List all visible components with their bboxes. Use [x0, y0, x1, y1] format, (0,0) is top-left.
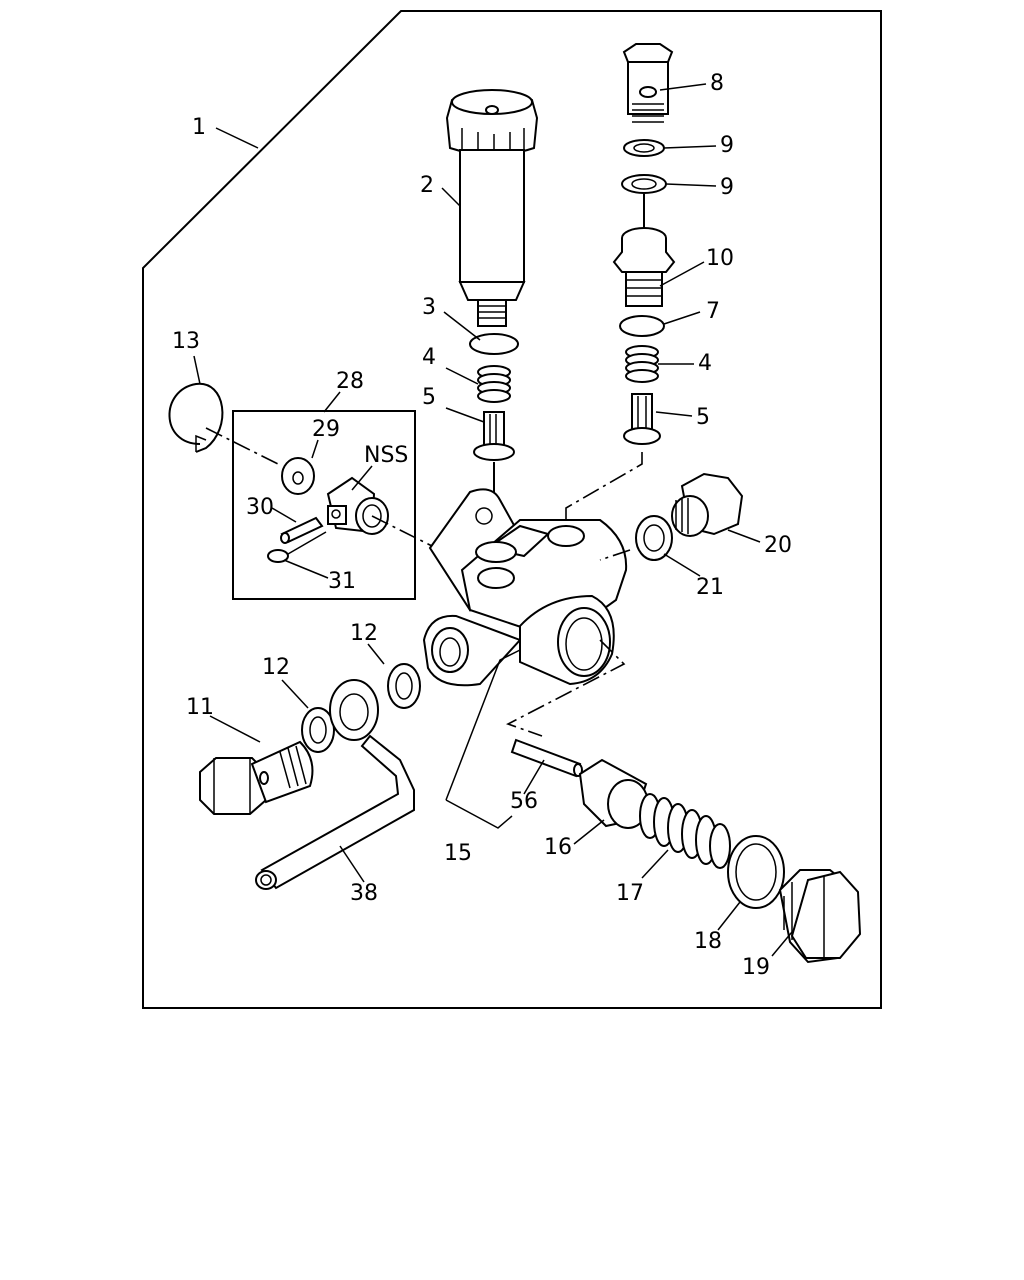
sleeve-part-16 [578, 758, 649, 829]
banjo-fitting-and-pipe-part-38 [255, 679, 415, 890]
o-ring-part-3 [469, 333, 519, 355]
o-ring-part-7 [619, 315, 665, 337]
callout-29: 29 [312, 417, 340, 442]
callout-13: 13 [172, 329, 200, 354]
callout-20: 20 [764, 533, 792, 558]
washer-part-9-lower [621, 174, 667, 194]
callout-30: 30 [246, 495, 274, 520]
callout-28: 28 [336, 369, 364, 394]
callout-17: 17 [616, 881, 644, 906]
callout-4-right: 4 [698, 351, 712, 376]
callout-16: 16 [544, 835, 572, 860]
callout-3: 3 [422, 295, 436, 320]
callout-38: 38 [350, 881, 378, 906]
callout-9-lower: 9 [720, 175, 734, 200]
callout-1: 1 [192, 115, 206, 140]
assembly-frame [142, 10, 882, 1009]
callout-56: 56 [510, 789, 538, 814]
pin-part-30 [280, 516, 324, 544]
washer-part-12-left [301, 707, 335, 753]
pin-part-56 [510, 738, 583, 778]
callout-5-right: 5 [696, 405, 710, 430]
plug-part-20 [671, 472, 744, 537]
callout-labels: 1 2 3 4 5 8 9 9 10 7 4 5 13 28 29 NSS 30… [172, 71, 792, 980]
washer-part-9-upper [623, 139, 665, 157]
banjo-bolt-part-8 [622, 43, 674, 123]
callout-4-left: 4 [422, 345, 436, 370]
callout-19: 19 [742, 955, 770, 980]
priming-pump-part-2 [445, 89, 539, 327]
callout-7: 7 [706, 299, 720, 324]
banjo-bolt-part-11 [199, 740, 314, 815]
pump-body [422, 488, 628, 687]
washer-part-12-right [387, 663, 421, 709]
spring-part-17 [639, 793, 731, 869]
callout-2: 2 [420, 173, 434, 198]
callout-11: 11 [186, 695, 214, 720]
spring-part-4-left [477, 365, 511, 403]
tappet-nss [326, 476, 389, 535]
washer-part-21 [635, 515, 673, 561]
callout-21: 21 [696, 575, 724, 600]
valve-part-5-left [473, 411, 515, 461]
callout-8: 8 [710, 71, 724, 96]
callout-18: 18 [694, 929, 722, 954]
callout-5-left: 5 [422, 385, 436, 410]
callout-nss: NSS [364, 443, 408, 468]
callout-9-upper: 9 [720, 133, 734, 158]
callout-15: 15 [444, 841, 472, 866]
leader-lines [193, 83, 793, 957]
plug-part-19 [778, 869, 862, 964]
delivery-fitting-part-10 [612, 227, 676, 307]
spring-part-4-right [625, 345, 659, 383]
clip-part-31 [267, 549, 289, 563]
callout-12-left: 12 [262, 655, 290, 680]
washer-part-18 [727, 835, 785, 909]
callout-12-right: 12 [350, 621, 378, 646]
roller-part-29 [281, 457, 315, 495]
circlip-part-13 [168, 382, 224, 453]
callout-31: 31 [328, 569, 356, 594]
callout-10: 10 [706, 246, 734, 271]
valve-part-5-right [623, 393, 661, 445]
